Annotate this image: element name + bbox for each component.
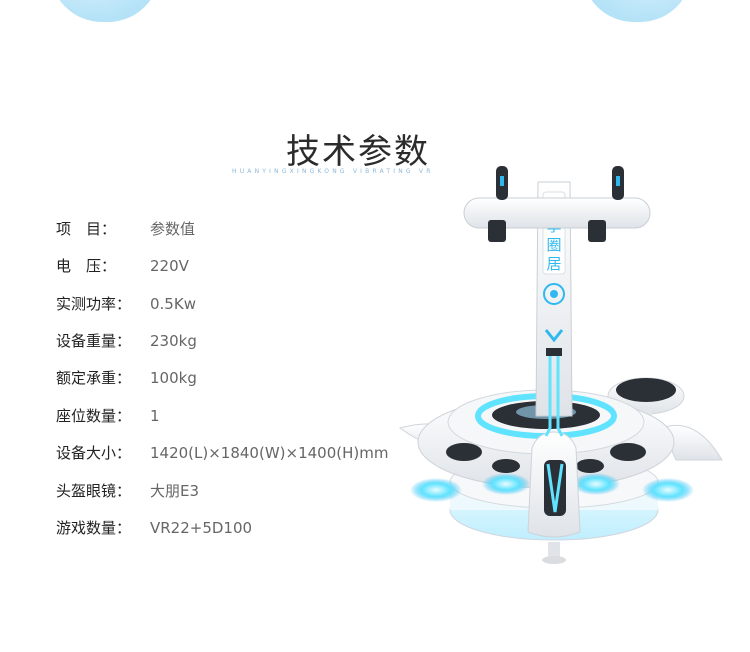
top-right-decoration: [582, 0, 692, 22]
spec-row-games: 游戏数量： VR22+5D100: [56, 513, 252, 543]
spec-value: 100kg: [150, 369, 197, 387]
top-left-decoration: [50, 0, 160, 22]
spec-label: 游戏数量：: [56, 519, 132, 537]
spec-row-item: 项 目： 参数值: [56, 214, 195, 244]
spec-label: 设备重量：: [56, 332, 132, 350]
spec-row-power: 实测功率： 0.5Kw: [56, 289, 196, 319]
spec-label: 实测功率：: [56, 295, 132, 313]
spec-value: 1420(L)×1840(W)×1400(H)mm: [150, 444, 389, 462]
page-title: 技术参数: [286, 132, 430, 172]
brand-char-3: 圈: [546, 236, 561, 254]
product-image: 乐 享 圈 居: [398, 166, 723, 564]
spec-row-load: 额定承重： 100kg: [56, 363, 197, 393]
page-subtitle: HUANYINGXINGKONG VIBRATING VR: [232, 168, 434, 175]
spec-value: 230kg: [150, 332, 197, 350]
spec-row-size: 设备大小： 1420(L)×1840(W)×1400(H)mm: [56, 438, 388, 468]
spec-row-seats: 座位数量： 1: [56, 401, 160, 431]
spec-label: 设备大小：: [56, 444, 132, 462]
spec-label: 项 目：: [56, 220, 117, 238]
logo-emblem-icon: [543, 283, 565, 305]
spec-label: 额定承重：: [56, 369, 132, 387]
spec-value: 大朋E3: [150, 482, 200, 500]
spec-label: 头盔眼镜：: [56, 482, 132, 500]
spec-row-headset: 头盔眼镜： 大朋E3: [56, 476, 199, 506]
spec-value: 参数值: [150, 220, 196, 238]
spec-label: 座位数量：: [56, 407, 132, 425]
spec-row-voltage: 电 压： 220V: [56, 251, 189, 281]
brand-char-4: 居: [546, 255, 561, 273]
spec-value: 0.5Kw: [150, 295, 196, 313]
spec-row-weight: 设备重量： 230kg: [56, 326, 197, 356]
spec-value: VR22+5D100: [150, 519, 253, 537]
spec-value: 1: [150, 407, 160, 425]
spec-value: 220V: [150, 257, 189, 275]
spec-label: 电 压：: [56, 257, 117, 275]
